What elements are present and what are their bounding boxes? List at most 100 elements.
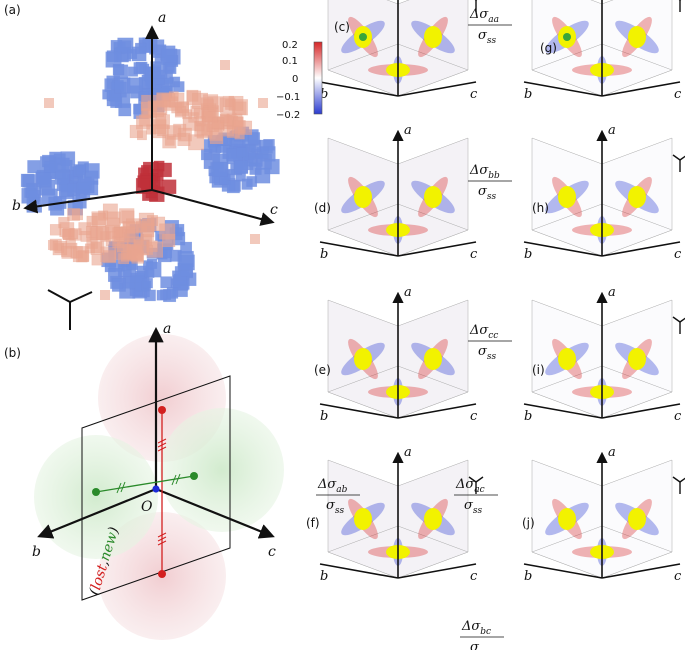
voxel [180, 241, 193, 254]
denominator-subscript: ss [473, 506, 483, 516]
panel-label-d: (d) [314, 201, 331, 215]
axis-a-label-b: a [163, 321, 171, 337]
cube-axis-b [319, 563, 399, 579]
voxel [86, 237, 98, 249]
axis-c-label: c [270, 202, 278, 218]
voxel [137, 130, 147, 141]
cube-axis-b-label: b [524, 247, 532, 262]
voxel [139, 114, 152, 127]
cube-axis-c [601, 403, 681, 419]
voxel [234, 160, 248, 174]
core-region [354, 508, 372, 530]
voxel [100, 290, 110, 300]
orientation-triad-icon [468, 476, 484, 494]
voxel [207, 96, 224, 112]
fraction-denominator: σss [478, 344, 496, 362]
denominator-subscript: ss [335, 506, 345, 516]
axis-b-label-b: b [32, 544, 41, 560]
voxel [264, 158, 280, 175]
voxel [232, 116, 244, 128]
colorbar-gradient [313, 41, 323, 115]
cube-axis-c [397, 81, 477, 97]
panel-a: (a) a b c [4, 3, 280, 330]
fraction-denominator: σss [326, 498, 344, 516]
panel-label-j: (j) [522, 516, 535, 530]
core-region [424, 186, 442, 208]
voxel [149, 39, 165, 55]
voxel [121, 210, 135, 224]
paren-close: ) [105, 525, 122, 536]
core-region [354, 348, 372, 370]
cube-axis-a-label: a [608, 123, 616, 138]
new-atom-left [92, 488, 100, 496]
new-atom-right [190, 472, 198, 480]
core-region [558, 508, 576, 530]
denominator-subscript: ss [487, 352, 497, 362]
core-region [628, 26, 646, 48]
voxel [118, 103, 132, 117]
core-region [424, 348, 442, 370]
cube-axis-b-label: b [320, 87, 328, 102]
orientation-triad-icon [47, 289, 93, 330]
cube-axis-a-label: a [404, 123, 412, 138]
cube-axis-a-label: a [608, 445, 616, 460]
core-green [359, 33, 367, 41]
fraction-bc: Δσbcσss [460, 619, 504, 650]
cube-axis-b-label: b [320, 569, 328, 584]
voxel [178, 127, 192, 142]
numerator-subscript: cc [488, 331, 498, 341]
cube-axis-c-label: c [674, 569, 682, 584]
cube-axis-b-label: b [320, 247, 328, 262]
voxel [171, 102, 183, 114]
voxel [50, 201, 65, 216]
orientation-triad-icon [678, 0, 682, 12]
denominator-symbol: σ [478, 344, 488, 359]
voxel [193, 108, 205, 119]
denominator-symbol: σ [478, 28, 488, 43]
colorbar-tick-3: −0.1 [276, 92, 300, 103]
comma: , [96, 558, 113, 567]
voxel [49, 224, 62, 236]
cube-axis-c [601, 81, 681, 97]
voxel [212, 161, 228, 177]
cube-axis-c-label: c [470, 87, 478, 102]
voxel [44, 98, 54, 108]
core-green [563, 33, 571, 41]
cube-axis-a-label: a [404, 285, 412, 300]
panel-label-c: (c) [334, 20, 350, 34]
voxel [156, 289, 168, 301]
panel-label-a: (a) [4, 3, 21, 17]
cube-axis-b [319, 241, 399, 257]
cube-axis-c [397, 563, 477, 579]
numerator-subscript: bb [488, 171, 500, 181]
equal-length-ticks-red [157, 438, 167, 546]
voxel [84, 163, 100, 179]
panel-label-b: (b) [4, 346, 21, 360]
cube-axis-b [523, 241, 603, 257]
origin-dot [152, 485, 160, 493]
core-region [628, 348, 646, 370]
voxel [151, 119, 167, 134]
colorbar-tick-2: 0 [292, 74, 298, 85]
denominator-symbol: σ [470, 640, 480, 650]
cube-axis-b [523, 563, 603, 579]
axis-c-label-b: c [268, 544, 276, 560]
voxel [140, 223, 155, 238]
voxel [145, 261, 162, 278]
orientation-triad-icon [672, 316, 685, 334]
voxel [77, 176, 92, 191]
cube-axis-c [397, 403, 477, 419]
voxel [236, 147, 247, 158]
equal-length-ticks-green [116, 473, 181, 494]
panel-label-e: (e) [314, 363, 331, 377]
voxel [75, 164, 86, 176]
voxel [113, 64, 129, 80]
cube-axis-a-label: a [608, 285, 616, 300]
